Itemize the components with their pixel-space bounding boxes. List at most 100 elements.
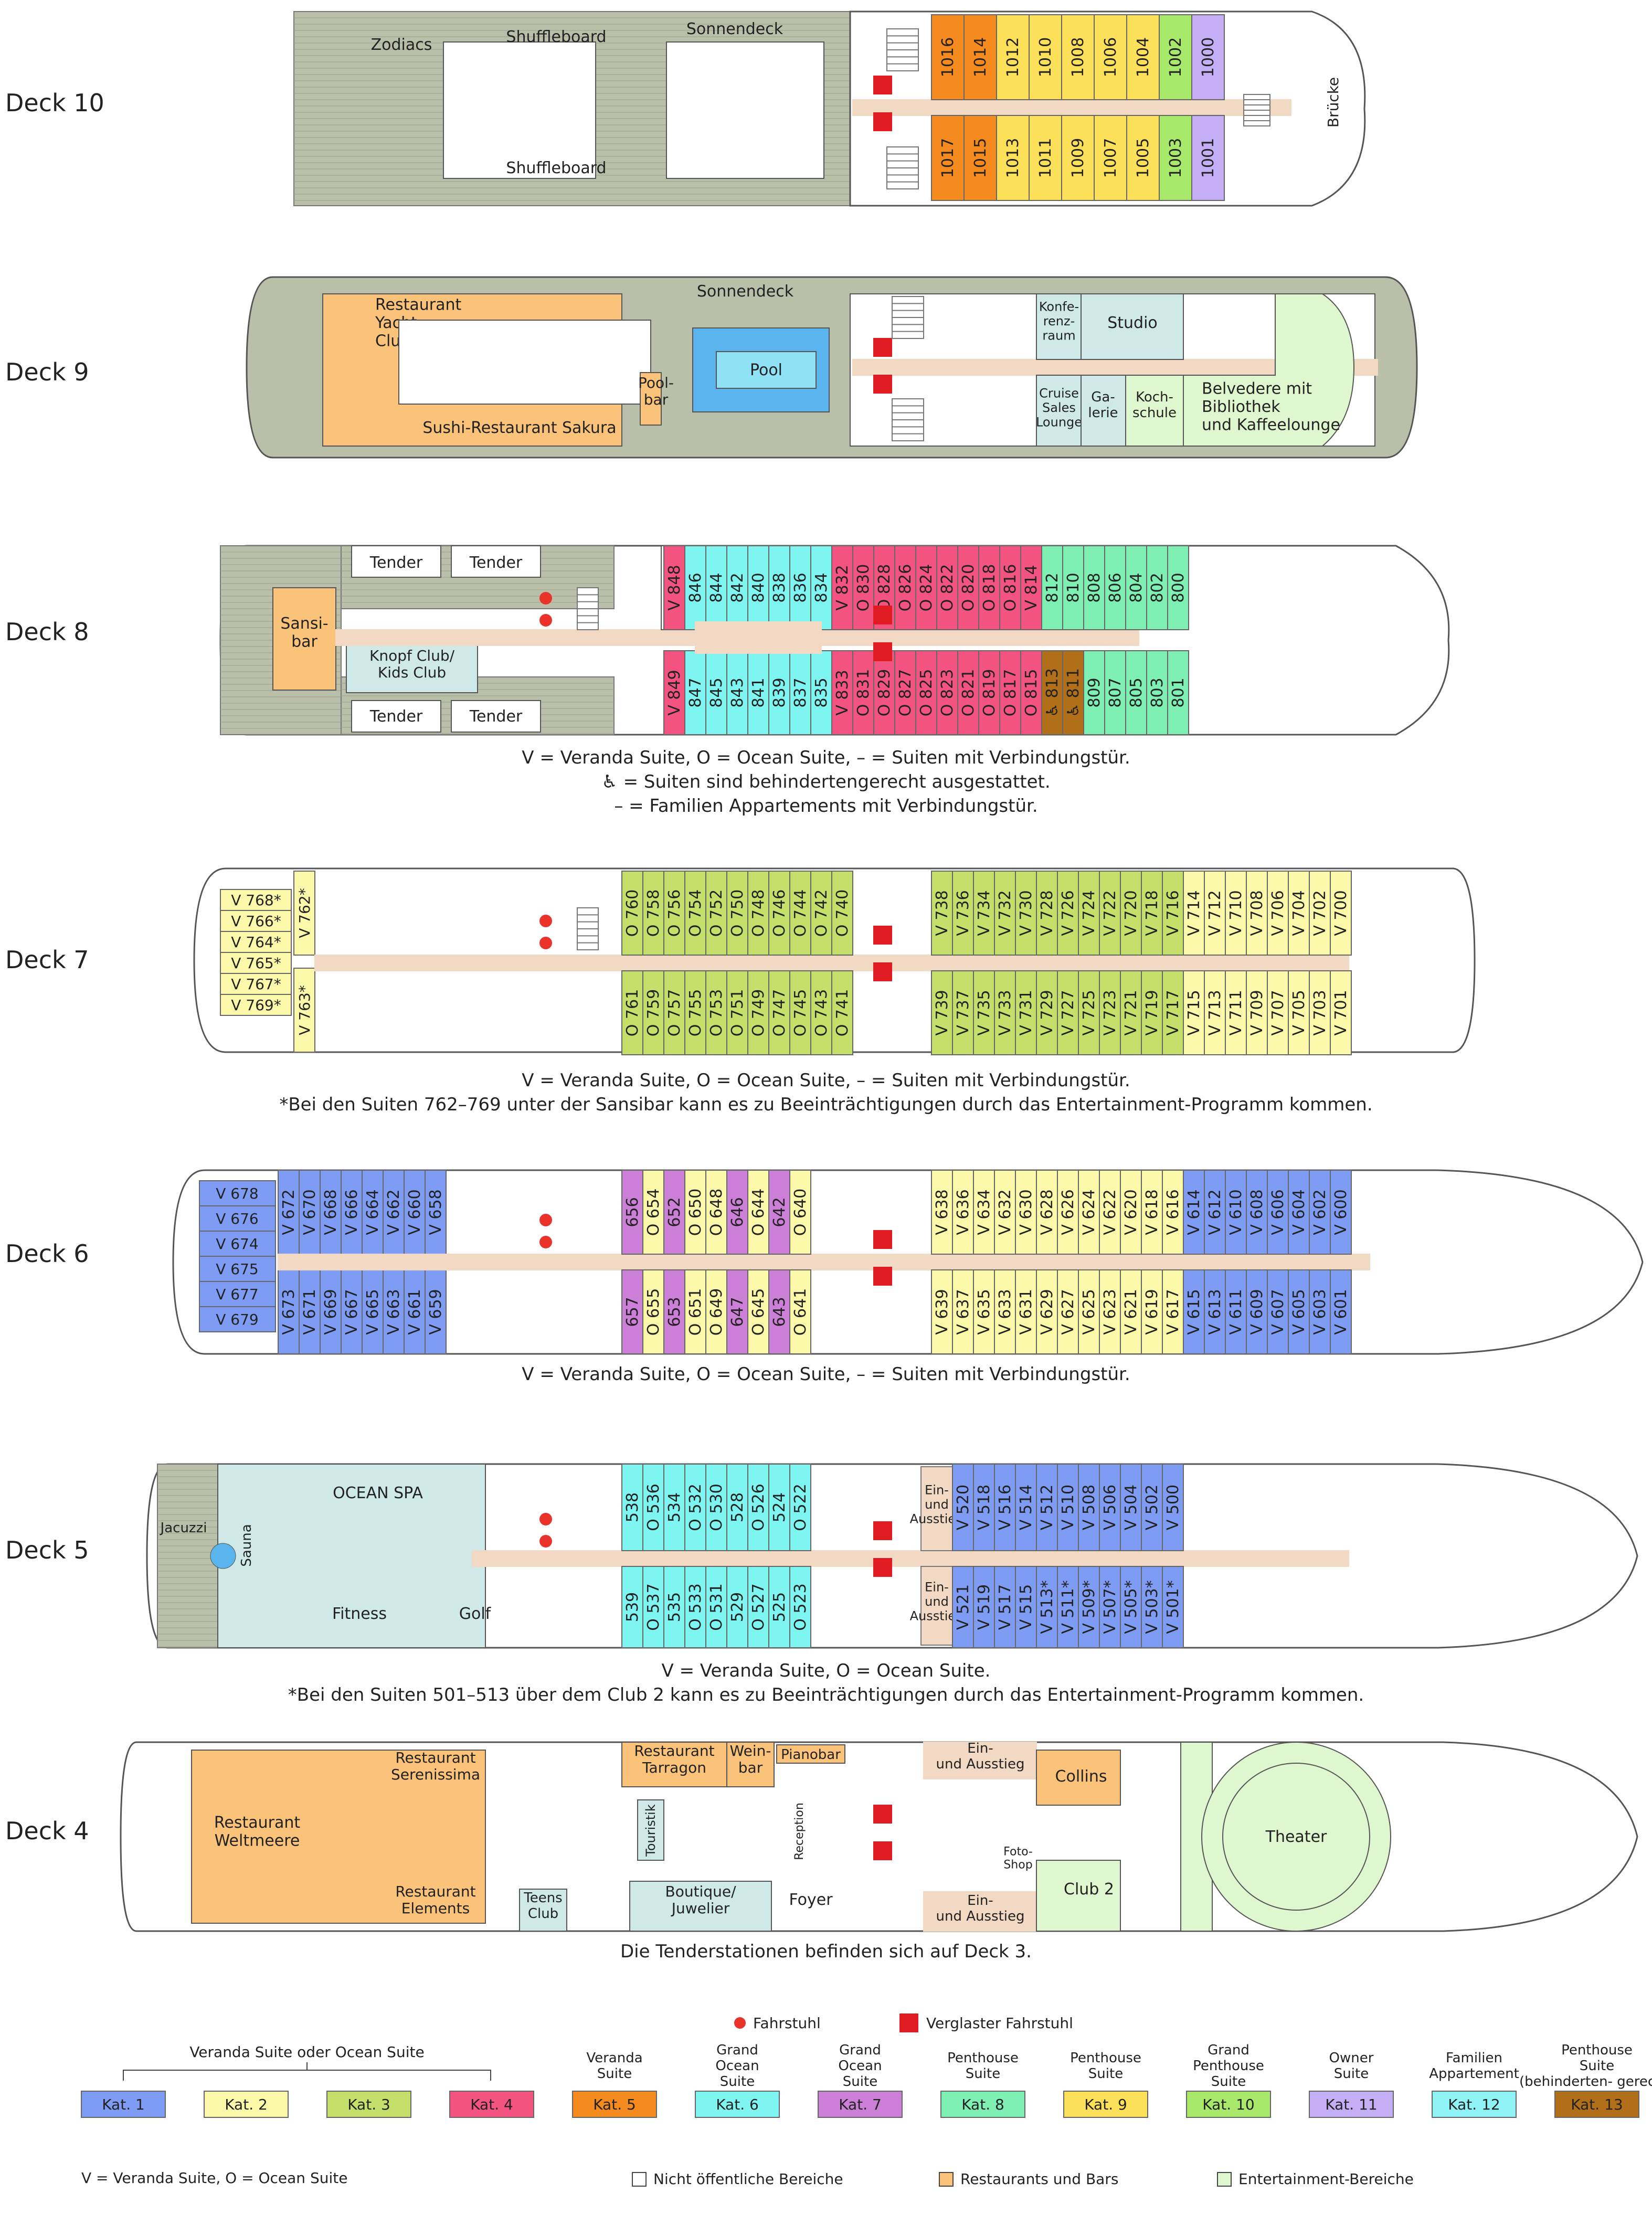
d6-cabin-number: V 602	[1311, 1189, 1329, 1235]
d6-cabin-number: V 605	[1290, 1289, 1308, 1334]
d9-pool-label: Pool	[750, 361, 782, 379]
legend-private-label: Nicht öffentliche Bereiche	[653, 2170, 843, 2188]
d4-boutique	[629, 1881, 772, 1932]
d6-cabin-number: 642	[770, 1197, 789, 1227]
d5-cabin	[1141, 1566, 1163, 1648]
d10-cabin-number: 1014	[971, 37, 990, 77]
d8-cabin-number: 838	[770, 573, 789, 602]
d5-aft-deck	[157, 1464, 218, 1648]
d8-glass-elevator-icon	[873, 642, 892, 661]
legend-restaurant-swatch	[939, 2172, 954, 2187]
d8-cabin-number: 845	[707, 677, 726, 707]
d8-elevator-icon	[539, 592, 552, 605]
d7-cabin	[621, 970, 643, 1055]
d6-cabin	[1267, 1170, 1289, 1255]
d7-cabin	[1330, 970, 1352, 1055]
legend-category-label: Kat. 3	[347, 2096, 390, 2113]
d7-cabin-number: V 729	[1038, 990, 1056, 1035]
d6-cabin-number: V 626	[1059, 1189, 1077, 1235]
d6-cabin	[1330, 1269, 1352, 1354]
d8-cabin-number: 843	[728, 677, 747, 707]
d5-cabin-number: V 506	[1101, 1485, 1119, 1530]
d8-cabin-number: 847	[686, 677, 705, 707]
d6-cabin-number: V 660	[406, 1189, 424, 1235]
d7-cabin-number: V 723	[1101, 990, 1119, 1035]
d7-cabin-number: O 745	[791, 989, 810, 1036]
d6-cabin-number: V 600	[1332, 1189, 1350, 1235]
d8-cabin-number: O 822	[938, 564, 957, 611]
d4-club2	[1036, 1860, 1121, 1932]
d5-cabin-number: V 520	[954, 1485, 972, 1530]
d5-cabin	[1078, 1566, 1100, 1648]
d8-knopf-club-label: Knopf Club/Kids Club	[369, 647, 455, 681]
d4-collins-label: Collins	[1055, 1767, 1107, 1786]
d6-cabin-number: V 673	[280, 1289, 298, 1334]
d7-cabin-number: V 710	[1227, 890, 1245, 936]
d5-jacuzzi	[210, 1543, 236, 1569]
d7-cabin	[1288, 970, 1310, 1055]
d7-cabin-number: V 720	[1122, 890, 1140, 936]
d8-cabin-number: ♿ 813	[1043, 668, 1062, 717]
d7-cabin-number: V 700	[1332, 890, 1350, 936]
d7-side-cabin-number: V 763*	[296, 985, 313, 1035]
d7-stern-cabin	[220, 910, 292, 932]
d8-cabin	[1104, 545, 1126, 630]
legend-private-swatch	[632, 2172, 647, 2187]
d6-cabin-number: V 613	[1206, 1289, 1224, 1334]
d10-cabin-number: 1007	[1102, 138, 1120, 178]
d4-fotoshop-label: Foto-Shop	[1003, 1845, 1033, 1871]
d8-cabin	[1041, 545, 1063, 630]
d10-cabin-number: 1005	[1134, 138, 1152, 178]
d8-cabin-number: O 823	[938, 669, 957, 716]
d6-cabin-number: V 662	[385, 1189, 403, 1235]
d7-cabin	[1246, 970, 1268, 1055]
legend-category-label: Kat. 4	[470, 2096, 513, 2113]
d5-cabin-number: O 522	[791, 1483, 810, 1531]
d6-cabin-number: V 659	[427, 1289, 445, 1334]
d7-cabin	[810, 871, 832, 956]
d7-cabin-number: V 717	[1164, 990, 1182, 1035]
d6-cabin	[1057, 1269, 1079, 1354]
d8-cabin-number: O 817	[1001, 669, 1020, 716]
d8-cabin	[1125, 650, 1147, 735]
d8-cabin	[663, 650, 685, 735]
d9-studio	[1081, 293, 1184, 360]
d7-cabin	[1120, 871, 1142, 956]
d7-cabin-number: V 721	[1122, 990, 1140, 1035]
d7-stern-cabin-number: V 768*	[231, 892, 281, 909]
d7-cabin-number: V 732	[996, 890, 1014, 936]
deck-note: *Bei den Suiten 762–769 unter der Sansib…	[279, 1094, 1372, 1115]
d6-cabin-number: V 630	[1017, 1189, 1035, 1235]
d6-cabin-number: 643	[770, 1297, 789, 1327]
d10-glass-elevator-icon	[873, 76, 892, 94]
d7-cabin	[1162, 970, 1184, 1055]
d7-cabin-number: O 758	[644, 889, 663, 937]
d8-cabin	[810, 650, 832, 735]
d8-cabin-number: 840	[749, 573, 768, 602]
d8-cabin-number: 806	[1106, 573, 1125, 602]
d7-cabin	[1099, 970, 1121, 1055]
d6-cabin-number: V 632	[996, 1189, 1014, 1235]
d6-cabin-number: V 636	[954, 1189, 972, 1235]
d6-cabin	[1288, 1170, 1310, 1255]
d6-cabin	[1204, 1269, 1226, 1354]
d7-cabin	[1015, 970, 1037, 1055]
d8-cabin	[726, 650, 748, 735]
d6-cabin-number: V 639	[933, 1289, 951, 1334]
d6-cabin-number: V 614	[1185, 1189, 1203, 1235]
d8-cabin	[831, 545, 853, 630]
d10-cabin-number: 1016	[939, 37, 957, 77]
d6-cabin-number: V 627	[1059, 1289, 1077, 1334]
legend-category-label: Kat. 9	[1084, 2096, 1127, 2113]
d7-cabin-number: O 754	[686, 889, 705, 937]
deck-note: V = Veranda Suite, O = Ocean Suite, – = …	[522, 1070, 1130, 1091]
d7-cabin	[931, 970, 953, 1055]
d8-cabin	[1062, 545, 1084, 630]
d8-cabin	[936, 650, 958, 735]
d10-cabin	[1159, 115, 1192, 201]
d6-cabin	[1267, 1269, 1289, 1354]
d7-stern-cabin	[220, 931, 292, 953]
